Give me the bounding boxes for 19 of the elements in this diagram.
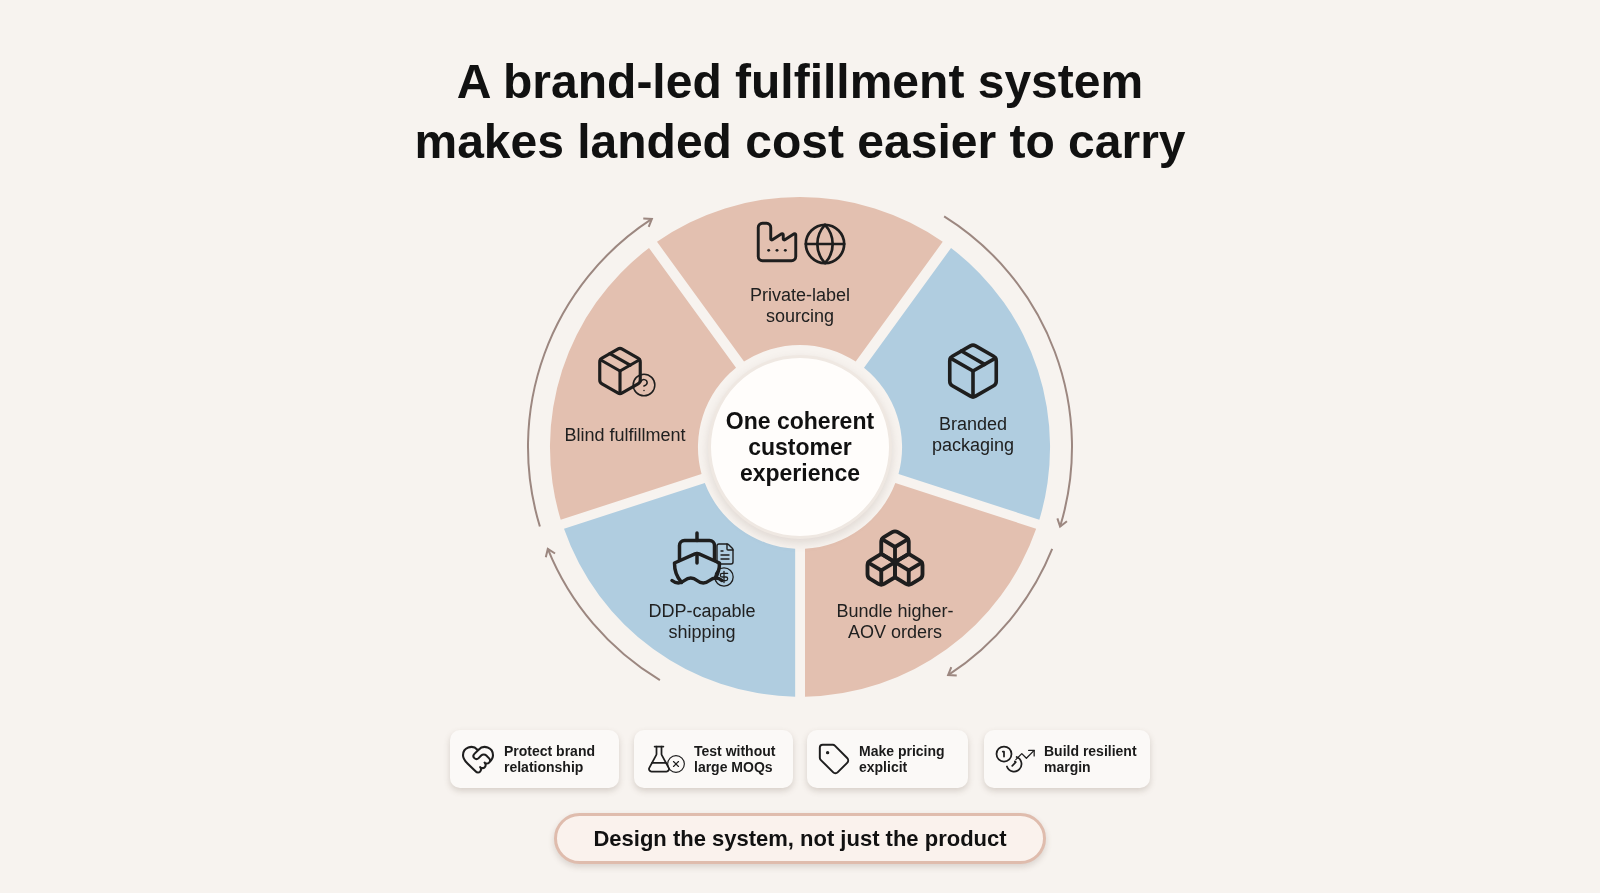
benefit-card: [807, 730, 968, 788]
center-circle: [708, 355, 892, 539]
segment-label: Private-label sourcing: [748, 285, 851, 327]
benefit-card: [634, 730, 793, 788]
pie-segment: [657, 197, 943, 362]
summary-text: Design the system, not just the product: [593, 825, 1007, 852]
title: A brand-led fulfillment system makes landed cost easier to carry: [413, 54, 1187, 170]
card-label: Make pricing explicit: [859, 743, 946, 775]
card-label: Test without large MOQs: [694, 743, 777, 775]
benefit-card: [984, 730, 1150, 788]
segment-label: Blind fulfillment: [563, 424, 687, 446]
center-label: One coherent customer experience: [724, 408, 876, 486]
card-label: Protect brand relationship: [504, 743, 596, 775]
card-label: Build resilient margin: [1044, 743, 1138, 775]
segment-label: DDP-capable shipping: [647, 601, 757, 643]
summary-pill: [554, 813, 1046, 864]
benefit-card: [450, 730, 619, 788]
segment-label: Bundle higher-AOV orders: [835, 601, 955, 643]
segment-label: Branded packaging: [930, 414, 1015, 456]
